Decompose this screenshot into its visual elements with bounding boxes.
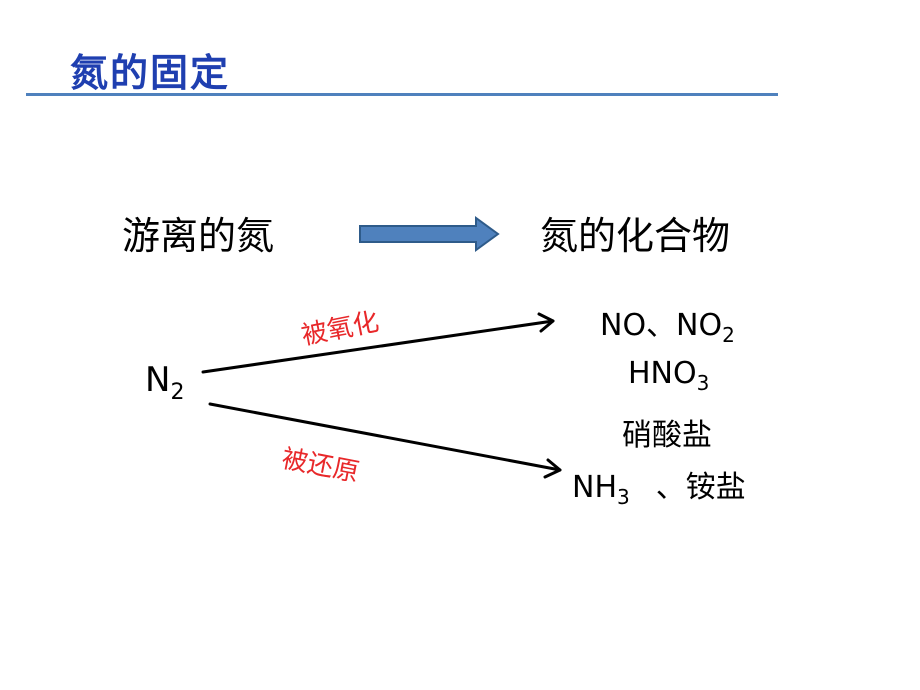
product-no-text: NO、NO bbox=[600, 308, 723, 343]
slide-title: 氮的固定 bbox=[70, 50, 231, 95]
reduction-arrow-line bbox=[208, 402, 562, 472]
product-nh3-ammonium: NH3 、铵盐 bbox=[572, 462, 746, 509]
free-nitrogen-label: 游离的氮 bbox=[122, 214, 275, 258]
product-no-no2: NO、NO2 bbox=[600, 300, 735, 347]
product-hno3-subscript: 3 bbox=[696, 371, 710, 395]
product-nh3-subscript: 3 bbox=[617, 485, 630, 509]
reactant-n2: N2 bbox=[145, 360, 184, 405]
title-underline bbox=[26, 93, 778, 96]
oxidation-arrow-line bbox=[201, 319, 555, 374]
oxidation-arrowhead bbox=[537, 312, 555, 333]
reduction-arrowhead bbox=[543, 458, 562, 479]
product-no-subscript: 2 bbox=[722, 323, 735, 347]
product-nh3-text: NH bbox=[572, 470, 617, 505]
reactant-subscript: 2 bbox=[170, 379, 185, 405]
nitrogen-compounds-label: 氮的化合物 bbox=[540, 214, 731, 258]
reactant-symbol: N bbox=[145, 360, 171, 400]
product-nitrate: 硝酸盐 bbox=[622, 418, 712, 453]
block-arrow-icon bbox=[359, 216, 500, 252]
product-hno3: HNO3 bbox=[628, 356, 709, 395]
product-ammonium-text: 、铵盐 bbox=[655, 470, 746, 505]
product-hno3-text: HNO bbox=[628, 356, 697, 391]
